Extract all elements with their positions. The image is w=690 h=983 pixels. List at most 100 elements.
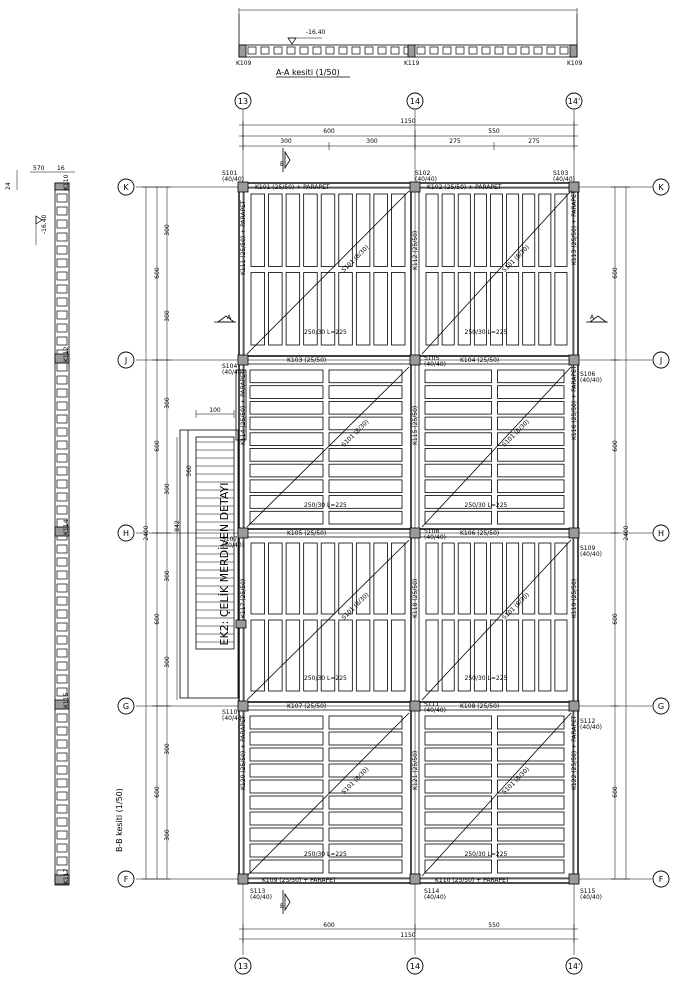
bb-beam-label: K110 — [63, 174, 70, 190]
beam-label: K114 (25/50) + PARAPET — [240, 370, 247, 445]
joist-void — [490, 542, 503, 615]
joist-void — [497, 747, 565, 762]
column-size-label: (40/40) — [580, 894, 602, 901]
joist-void — [457, 193, 471, 267]
dim-text: 300 — [164, 743, 171, 755]
column — [237, 354, 249, 366]
slot-void — [442, 46, 452, 55]
level-marker-icon — [287, 37, 297, 45]
axis-label: H — [658, 529, 664, 538]
joist-void — [268, 542, 283, 615]
joist-void — [424, 811, 492, 826]
column-size-label: (40/40) — [424, 894, 446, 901]
joist-void — [497, 416, 565, 431]
slot-void — [56, 206, 68, 216]
column-label: S109 — [580, 545, 595, 552]
joist-void — [457, 619, 471, 692]
section-arrow-icon — [284, 150, 291, 170]
column — [237, 181, 249, 193]
slot-void — [299, 46, 309, 55]
joist-void — [328, 510, 403, 525]
joist-label: 250/30 L=225 — [465, 851, 508, 858]
joist-void — [285, 193, 301, 267]
joist-label: 250/30 L=225 — [465, 675, 508, 682]
joist-void — [249, 715, 324, 730]
joist-void — [473, 619, 487, 692]
joist-void — [490, 193, 503, 267]
slot-void — [56, 479, 68, 489]
slot-void — [56, 817, 68, 827]
slab-label: S101 (8/30) — [340, 418, 370, 448]
bb-beam-label: K112 — [63, 346, 70, 362]
beam-label: K111 (25/50) + PARAPET — [240, 200, 247, 275]
slot-void — [364, 46, 374, 55]
joist-void — [497, 715, 565, 730]
dim-text: 2400 — [623, 525, 630, 540]
slot-void — [286, 46, 296, 55]
slot-void — [56, 453, 68, 463]
column-label: S107 — [222, 536, 237, 543]
column-size-label: (40/40) — [424, 361, 446, 368]
slot-void — [56, 505, 68, 515]
column-size-label: (40/40) — [222, 715, 244, 722]
aa-beam-label: K119 — [404, 60, 420, 67]
joist-void — [441, 619, 455, 692]
joist-void — [328, 859, 403, 874]
axis-label: 13 — [238, 962, 248, 971]
slab-diagonal — [246, 190, 410, 355]
aa-title: A-A kesiti (1/50) — [276, 68, 340, 77]
joist-void — [328, 843, 403, 858]
joist-void — [473, 193, 487, 267]
dim-text: 2400 — [143, 525, 150, 540]
joist-label: 250/30 L=225 — [465, 329, 508, 336]
slot-void — [416, 46, 426, 55]
column-size-label: (40/40) — [580, 724, 602, 731]
column — [237, 700, 249, 712]
slot-void — [56, 232, 68, 242]
slab-label: S101 (8/30) — [501, 418, 531, 448]
joist-void — [506, 272, 520, 346]
slab-label: S101 (8/30) — [501, 591, 531, 621]
axis-bubbles-left: K J H G F — [117, 178, 135, 888]
dim-text: 600 — [323, 128, 335, 135]
joist-void — [424, 479, 492, 493]
axis-label: G — [658, 702, 664, 711]
slot-void — [56, 557, 68, 567]
column — [568, 354, 580, 366]
slot-void — [56, 713, 68, 723]
joist-void — [373, 619, 388, 692]
joist-void — [473, 542, 487, 615]
joist-void — [328, 763, 403, 778]
column — [237, 873, 249, 885]
joist-void — [424, 715, 492, 730]
slot-void — [56, 583, 68, 593]
joist-void — [554, 619, 568, 692]
column — [237, 527, 249, 539]
section-bb: 570 16 24 -16.40 K110 K112 K114 K115 K11… — [5, 165, 124, 886]
beam-label: K118 (25/50) — [412, 579, 419, 618]
joist-void — [249, 510, 324, 525]
joist-void — [506, 542, 520, 615]
slot-void — [56, 375, 68, 385]
joist-void — [497, 827, 565, 842]
column-label: S102 — [415, 170, 430, 177]
bb-dim: 24 — [5, 182, 12, 190]
dim-text: 600 — [612, 786, 619, 798]
slot-void — [325, 46, 335, 55]
slot-void — [429, 46, 439, 55]
joist-void — [424, 779, 492, 794]
slot-void — [390, 46, 400, 55]
joist-void — [338, 542, 353, 615]
joist-void — [424, 859, 492, 874]
slot-void — [56, 271, 68, 281]
joist-void — [506, 619, 520, 692]
stair-detail: 100 842 560 EK2: ÇELİK MERDİVEN DETAYI — [174, 369, 247, 700]
dim-text: 1150 — [400, 932, 415, 939]
beam-label: K121 (25/50) — [412, 751, 419, 790]
section-arrow-icon — [216, 315, 236, 323]
beam-label: K106 (25/50) — [460, 530, 499, 537]
joist-void — [328, 369, 403, 384]
beam-label: K103 (25/50) — [287, 357, 326, 364]
joist-void — [249, 463, 324, 478]
slot-void — [56, 765, 68, 775]
